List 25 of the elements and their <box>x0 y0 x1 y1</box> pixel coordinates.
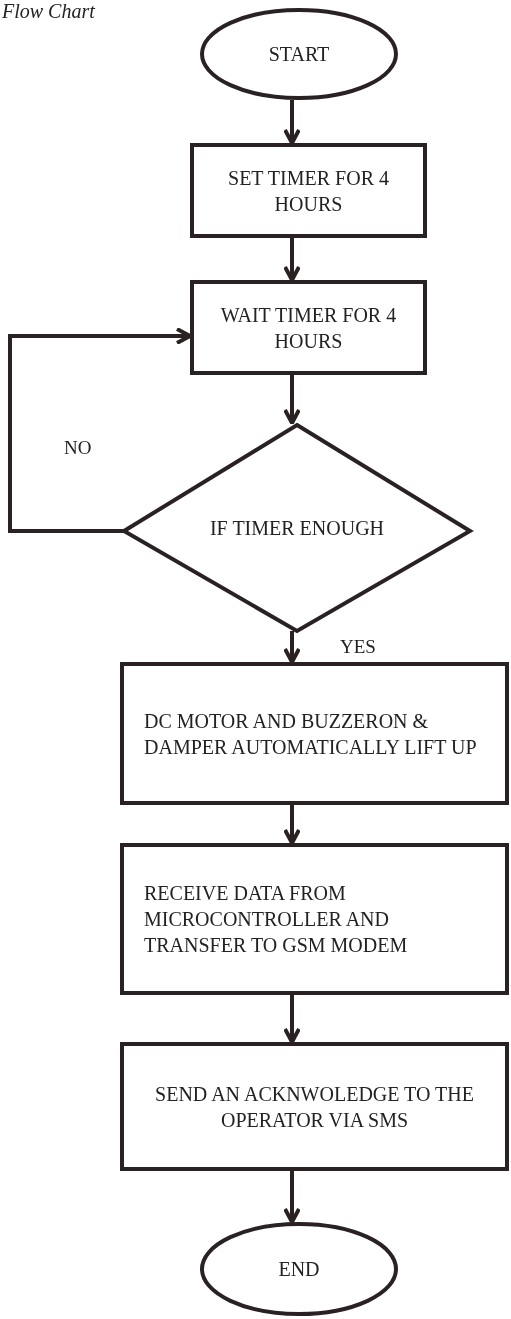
process-box <box>190 280 427 375</box>
arrow <box>283 805 301 845</box>
step-text: IF TIMER ENOUGH <box>208 516 386 541</box>
step-text: START <box>267 42 331 67</box>
arrow <box>283 995 301 1044</box>
step-text: SET TIMER FOR 4 HOURS <box>227 165 390 217</box>
step-text: DC MOTOR AND BUZZERON & DAMPER AUTOMATICALLY LIFT UP <box>144 708 478 760</box>
arrow <box>283 375 301 425</box>
decision-diamond <box>122 423 472 633</box>
chart-title: Flow Chart <box>2 0 95 23</box>
process-box <box>120 843 509 995</box>
step-text: WAIT TIMER FOR 4 HOURS <box>219 302 398 354</box>
terminal-ellipse <box>200 1222 398 1316</box>
arrow <box>283 1171 301 1224</box>
arrow <box>8 327 192 533</box>
arrow <box>283 238 301 282</box>
arrow <box>283 631 301 664</box>
arrow <box>283 100 301 145</box>
process-box <box>120 662 509 805</box>
process-box <box>120 1042 509 1171</box>
step-text: RECEIVE DATA FROM MICROCONTROLLER AND TRANSFER TO GSM MODEM <box>144 881 409 958</box>
process-box <box>190 143 427 238</box>
step-text: END <box>277 1257 321 1282</box>
terminal-ellipse <box>200 8 398 100</box>
step-text: SEND AN ACKNWOLEDGE TO THE OPERATOR VIA SMS <box>154 1081 475 1133</box>
